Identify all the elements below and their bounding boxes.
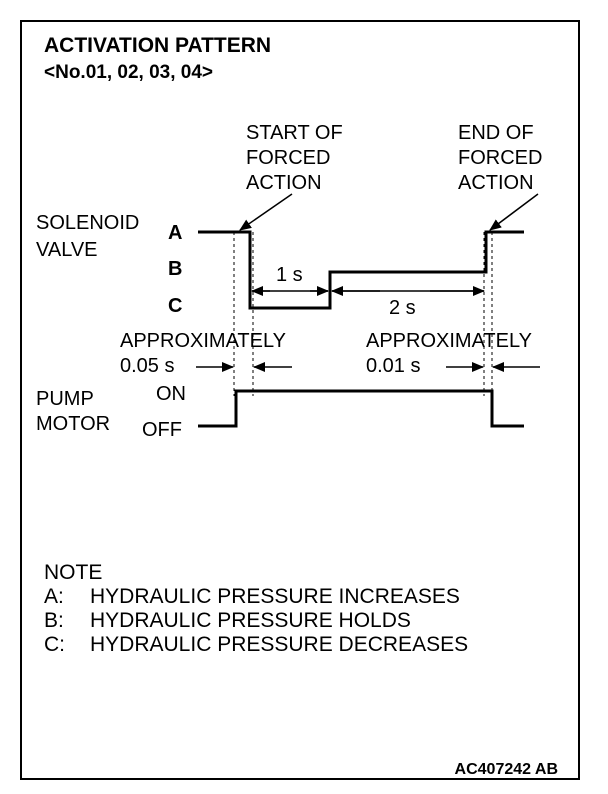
diagram-subtitle: <No.01, 02, 03, 04> xyxy=(44,62,213,83)
start-label-line-1: START OF xyxy=(246,122,343,144)
duration-1-label: 1 s xyxy=(276,264,303,286)
end-label-line-2: FORCED xyxy=(458,147,542,169)
pump-label-line-2: MOTOR xyxy=(36,413,110,435)
start-pointer-arrow xyxy=(239,193,293,231)
delay-start-label: 0.05 s xyxy=(120,355,174,377)
pump-motor-waveform xyxy=(198,389,524,428)
figure-code: AC407242 AB xyxy=(455,761,558,778)
level-c-label: C xyxy=(168,295,182,317)
note-heading: NOTE xyxy=(44,561,102,584)
level-b-label: B xyxy=(168,258,182,280)
duration-2-label: 2 s xyxy=(389,297,416,319)
diagram-title: ACTIVATION PATTERN xyxy=(44,34,271,57)
off-label: OFF xyxy=(142,419,182,441)
end-label-line-1: END OF xyxy=(458,122,534,144)
solenoid-valve-waveform xyxy=(198,230,524,310)
note-text-b: HYDRAULIC PRESSURE HOLDS xyxy=(90,609,411,632)
end-label-line-3: ACTION xyxy=(458,172,534,194)
start-label-line-3: ACTION xyxy=(246,172,322,194)
delay-end-label: 0.01 s xyxy=(366,355,420,377)
note-text-a: HYDRAULIC PRESSURE INCREASES xyxy=(90,585,460,608)
end-pointer-arrow xyxy=(489,193,539,231)
note-text-c: HYDRAULIC PRESSURE DECREASES xyxy=(90,633,468,656)
diagram-frame xyxy=(20,20,580,780)
level-a-label: A xyxy=(168,222,182,244)
solenoid-label-line-2: VALVE xyxy=(36,239,98,261)
on-label: ON xyxy=(156,383,186,405)
approx-start-label: APPROXIMATELY xyxy=(120,330,286,352)
start-label-line-2: FORCED xyxy=(246,147,330,169)
pump-label-line-1: PUMP xyxy=(36,388,94,410)
note-key-b: B: xyxy=(44,609,64,632)
note-key-c: C: xyxy=(44,633,65,656)
solenoid-label-line-1: SOLENOID xyxy=(36,212,139,234)
note-key-a: A: xyxy=(44,585,64,608)
approx-end-label: APPROXIMATELY xyxy=(366,330,532,352)
